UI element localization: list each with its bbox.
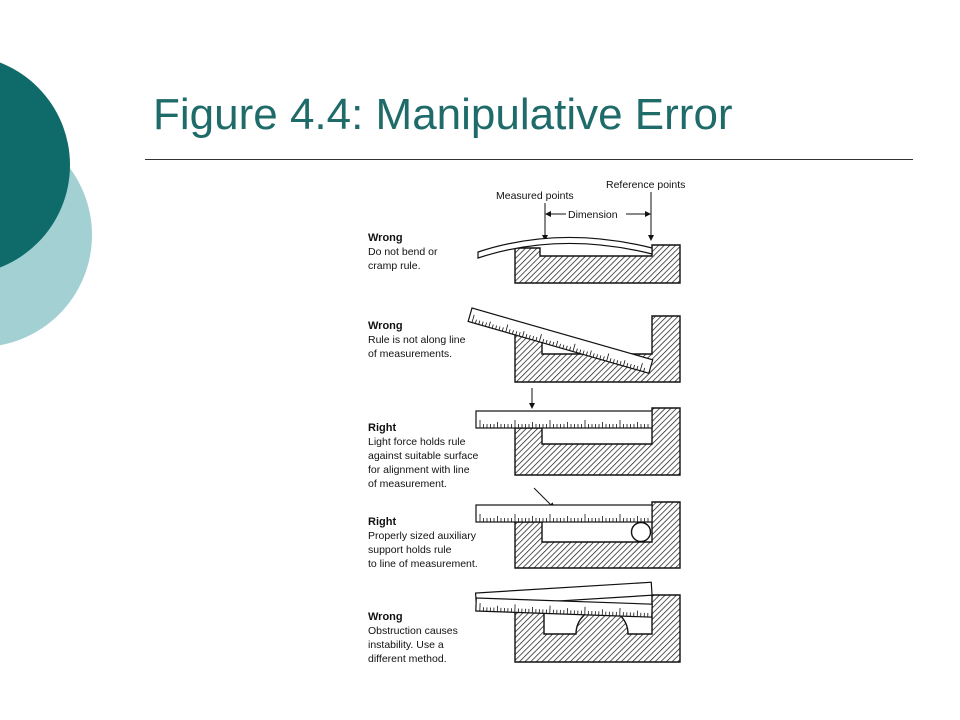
reference-points-label: Reference points bbox=[606, 179, 685, 191]
panel-2-rule-ticks bbox=[471, 314, 646, 372]
panel-3-block bbox=[514, 407, 681, 476]
panel-5-line-3: different method. bbox=[368, 653, 447, 665]
panel-2-rule bbox=[467, 307, 654, 375]
panel-5-obstruction: Wrong Obstruction causes instability. Us… bbox=[368, 581, 681, 665]
panel-3-line-4: of measurement. bbox=[368, 478, 447, 490]
panel-1-line-2: cramp rule. bbox=[368, 260, 421, 272]
panel-4-heading: Right bbox=[368, 516, 396, 528]
panel-1-block bbox=[514, 244, 681, 284]
measured-points-label: Measured points bbox=[496, 190, 574, 202]
panel-1-heading: Wrong bbox=[368, 232, 403, 244]
panel-3-line-1: Light force holds rule bbox=[368, 436, 466, 448]
panel-3-line-3: for alignment with line bbox=[368, 464, 470, 476]
panel-2-line-1: Rule is not along line bbox=[368, 334, 466, 346]
panel-5-line-2: instability. Use a bbox=[368, 639, 444, 651]
panel-5-rule bbox=[475, 597, 653, 618]
panel-1-line-1: Do not bend or bbox=[368, 246, 438, 258]
panel-2-heading: Wrong bbox=[368, 320, 403, 332]
panel-3-rule-ticks bbox=[479, 420, 649, 428]
dark-teal-circle bbox=[0, 62, 70, 268]
decorative-circles bbox=[0, 62, 92, 346]
panel-3-light-force: Right Light force holds rule against sui… bbox=[368, 388, 681, 490]
manipulative-error-figure: Measured points Reference points Dimensi… bbox=[368, 179, 685, 665]
panel-2-tilted-rule: Wrong Rule is not along line of measurem… bbox=[368, 307, 681, 383]
panel-4-line-3: to line of measurement. bbox=[368, 558, 478, 570]
panel-3-line-2: against suitable surface bbox=[368, 450, 478, 462]
slide-title: Figure 4.4: Manipulative Error bbox=[153, 90, 733, 139]
panel-4-support-roller bbox=[630, 521, 652, 543]
panel-4-line-2: support holds rule bbox=[368, 544, 452, 556]
dimension-label: Dimension bbox=[568, 209, 618, 221]
panel-1-bent-rule-shape bbox=[477, 236, 653, 259]
panel-4-rule-ticks bbox=[479, 514, 649, 522]
panel-5-line-1: Obstruction causes bbox=[368, 625, 458, 637]
panel-5-rule-ticks bbox=[479, 603, 649, 618]
panel-4-block bbox=[514, 501, 681, 569]
panel-2-line-2: of measurements. bbox=[368, 348, 452, 360]
panel-1-bent-rule: Wrong Do not bend or cramp rule. bbox=[368, 232, 681, 284]
panel-4-auxiliary-support: Right Properly sized auxiliary support h… bbox=[368, 487, 681, 570]
panel-3-heading: Right bbox=[368, 422, 396, 434]
panel-5-heading: Wrong bbox=[368, 611, 403, 623]
panel-4-line-1: Properly sized auxiliary bbox=[368, 530, 477, 542]
title-divider bbox=[145, 159, 913, 160]
